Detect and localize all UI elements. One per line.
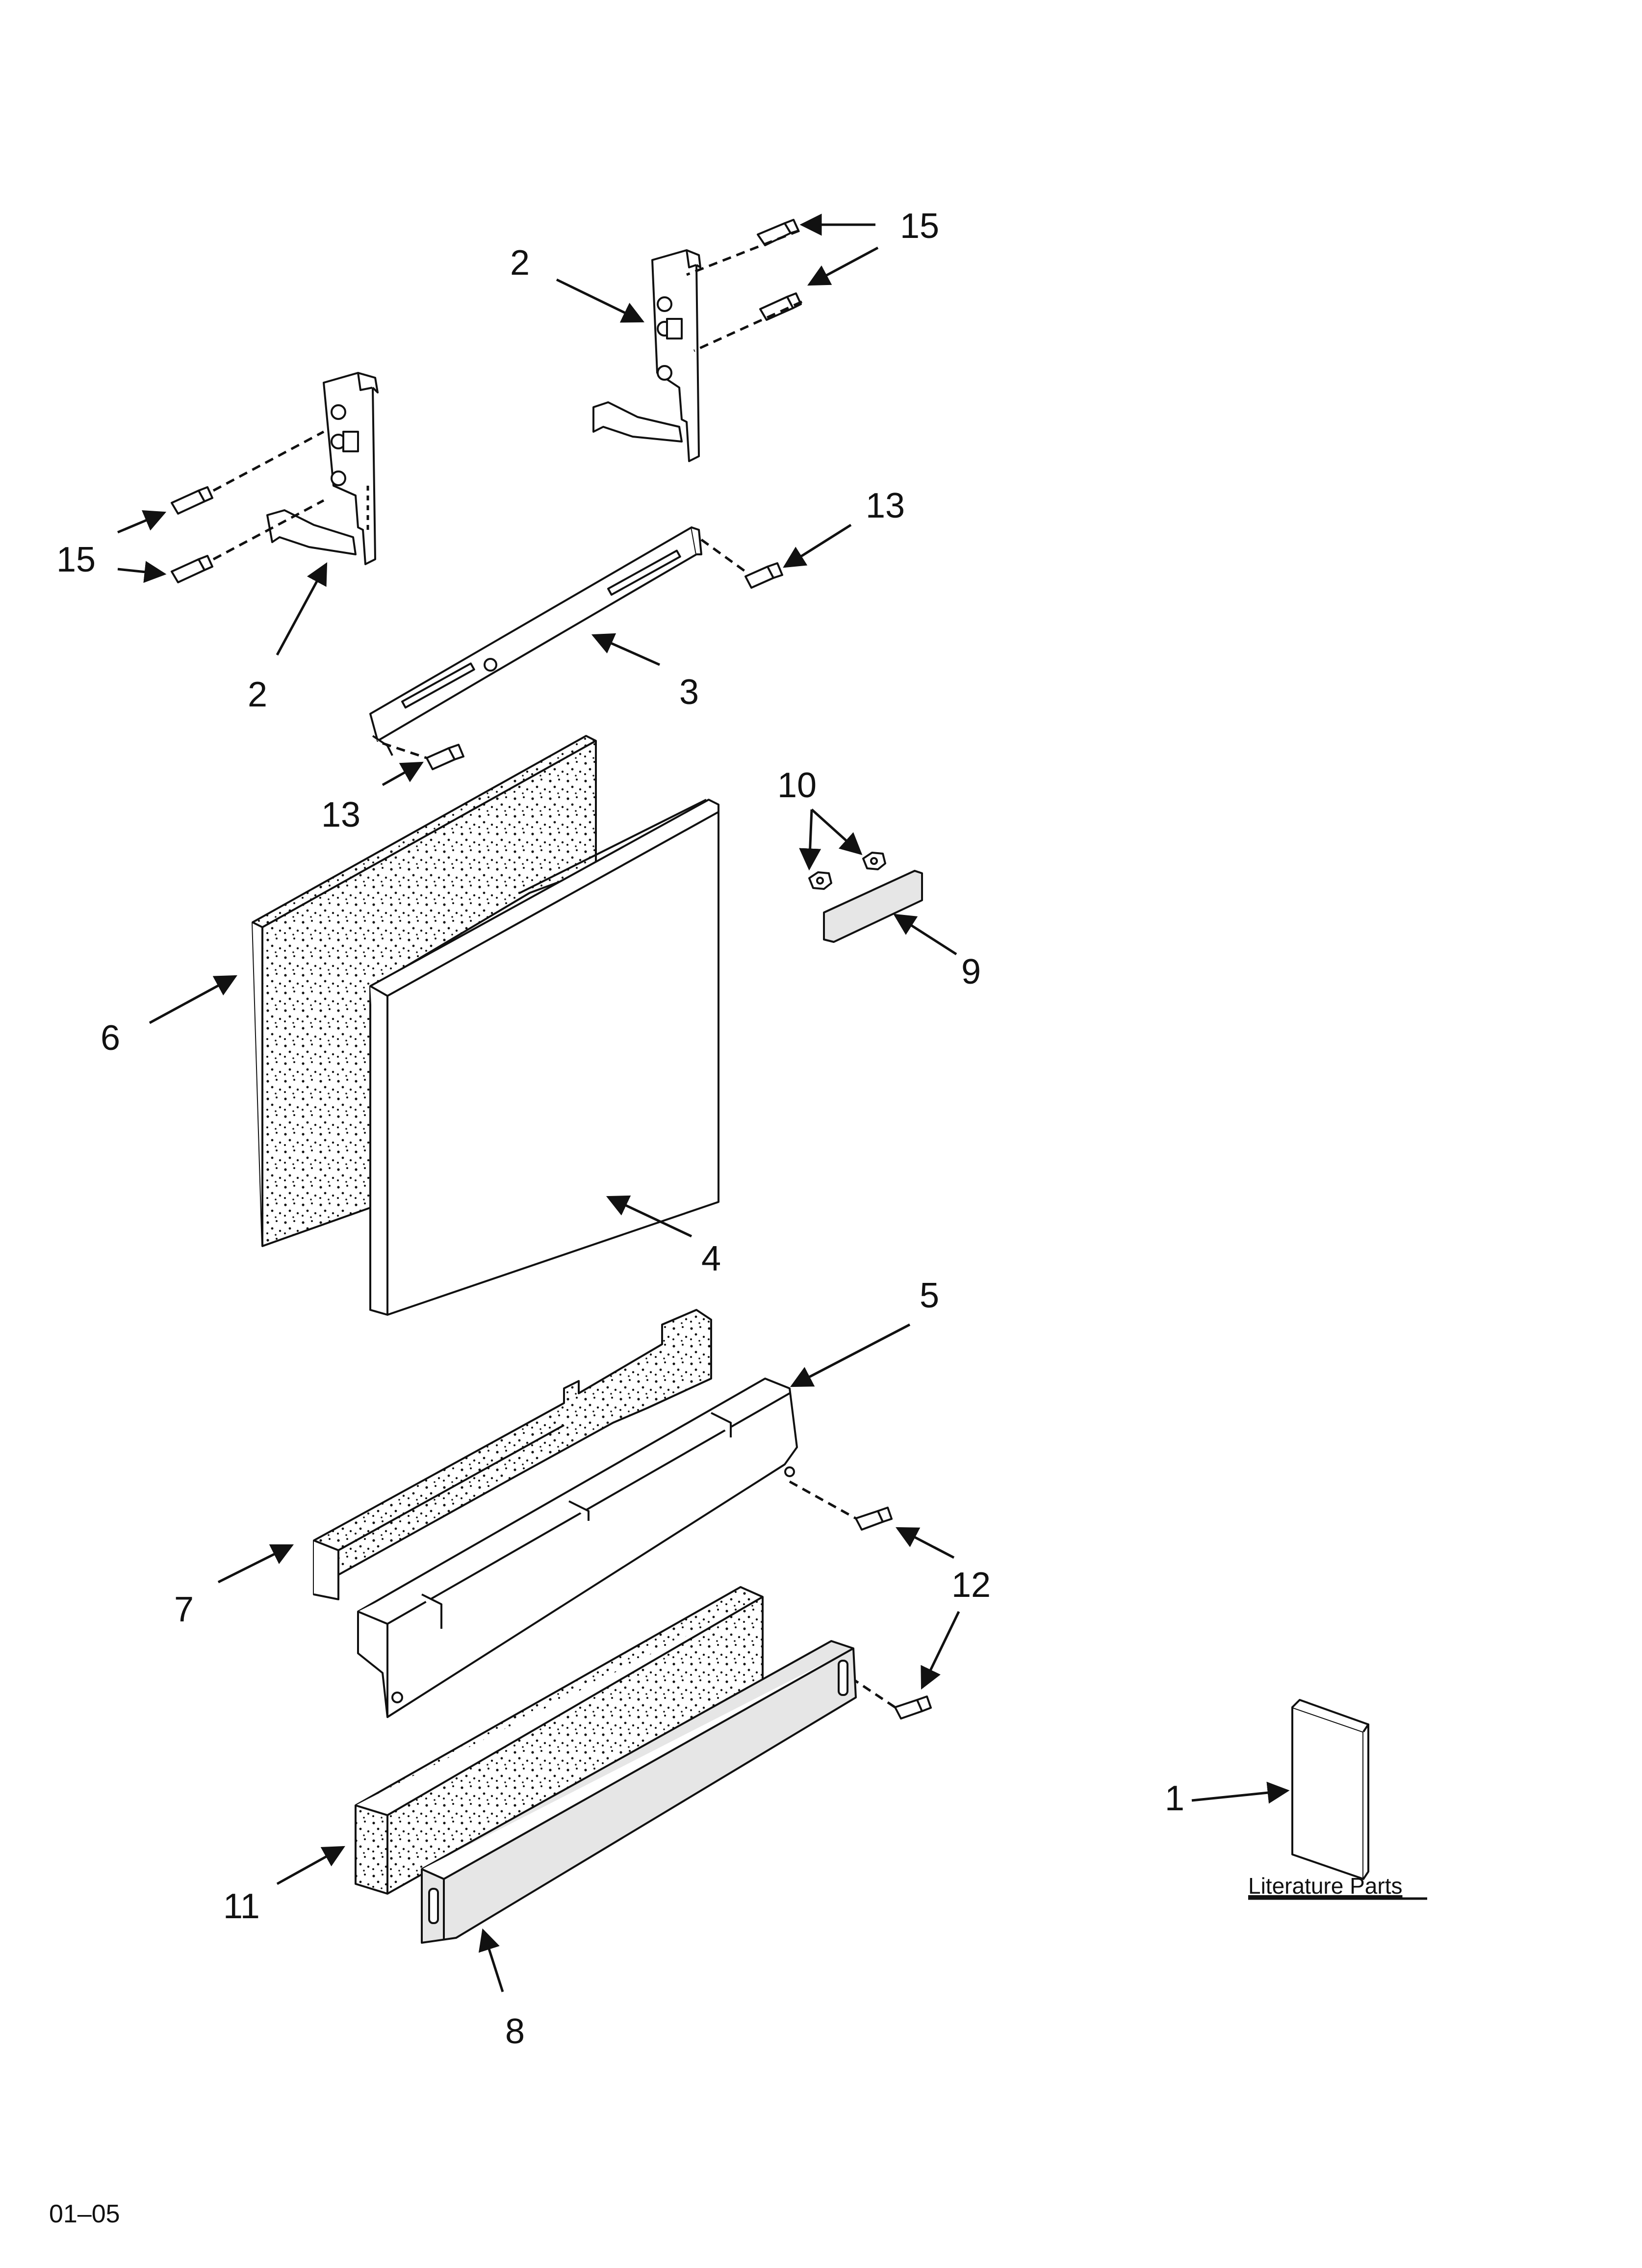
callout-15-top: 15 bbox=[900, 207, 939, 246]
callout-9: 9 bbox=[961, 952, 981, 991]
inner-door-panel bbox=[369, 799, 719, 1316]
callout-11: 11 bbox=[223, 1887, 260, 1926]
lower-toe-plate bbox=[421, 1640, 857, 1944]
callout-3: 3 bbox=[679, 673, 699, 712]
hinge-support-rail bbox=[369, 526, 702, 756]
toe-panel-bracket bbox=[357, 1378, 798, 1718]
screw-15-lower-a bbox=[171, 486, 213, 515]
callout-2-left: 2 bbox=[248, 675, 267, 714]
screw-12-lower bbox=[894, 1695, 932, 1720]
literature-booklet bbox=[1291, 1699, 1369, 1880]
callout-13-right: 13 bbox=[866, 486, 905, 525]
toe-panel-insulation bbox=[313, 1309, 712, 1600]
screw-13-left bbox=[426, 744, 464, 770]
screw-15-lower-b bbox=[171, 555, 213, 583]
callout-6: 6 bbox=[101, 1018, 120, 1058]
literature-parts-label: Literature Parts bbox=[1248, 1873, 1402, 1899]
callout-10: 10 bbox=[777, 766, 817, 805]
callout-13-left: 13 bbox=[321, 795, 360, 834]
callout-8: 8 bbox=[505, 2012, 525, 2051]
nameplate-badge bbox=[823, 870, 923, 943]
screw-15-upper-b bbox=[759, 292, 802, 321]
door-insulation-panel bbox=[252, 735, 597, 1247]
hinge-bracket-left bbox=[266, 372, 379, 565]
callout-5: 5 bbox=[920, 1276, 939, 1315]
screw-13-right bbox=[744, 562, 783, 589]
callout-15-left: 15 bbox=[56, 540, 96, 579]
footer-revision-code: 01–05 bbox=[49, 2200, 120, 2228]
callout-4: 4 bbox=[701, 1239, 721, 1278]
screw-12-upper bbox=[855, 1507, 893, 1531]
hinge-bracket-right bbox=[592, 249, 701, 462]
callout-12: 12 bbox=[951, 1565, 991, 1605]
callout-2-top: 2 bbox=[510, 243, 530, 283]
hex-nut-10-a bbox=[808, 871, 832, 890]
hex-nut-10-b bbox=[862, 852, 886, 870]
callout-1: 1 bbox=[1165, 1779, 1184, 1818]
leader-lines bbox=[117, 213, 1290, 1992]
callout-7: 7 bbox=[174, 1590, 194, 1629]
